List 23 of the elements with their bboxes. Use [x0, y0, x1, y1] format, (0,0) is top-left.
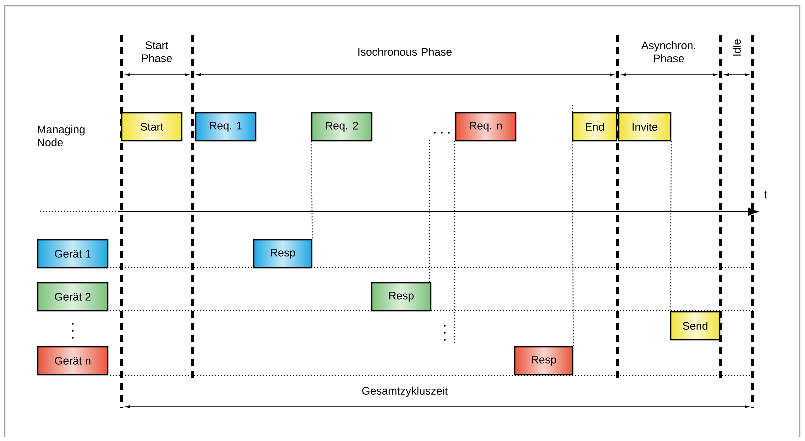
message-box: Req. n: [455, 112, 517, 142]
time-marker-line: [310, 141, 314, 240]
message-box: Resp: [253, 239, 313, 269]
time-marker-line: [670, 141, 672, 312]
phase-label: Asynchron. Phase: [642, 41, 696, 63]
phase-label: Managing Node: [38, 125, 85, 147]
message-box: Req. 1: [195, 112, 257, 142]
phase-label: Isochronous Phase: [358, 48, 452, 56]
phase-label: Gesamtzykluszeit: [362, 386, 448, 398]
message-box: Gerät n: [37, 346, 109, 376]
message-box: Req. 2: [311, 112, 373, 142]
message-box: End: [572, 112, 618, 142]
time-marker-line: [572, 141, 574, 347]
message-box: Invite: [618, 112, 672, 142]
message-box: Send: [670, 311, 721, 341]
phase-label: Start Phase: [142, 42, 172, 62]
message-box: Gerät 2: [37, 282, 109, 312]
message-box: Gerät 1: [37, 239, 109, 269]
phase-label: Idle: [732, 40, 742, 56]
message-box: Resp: [514, 346, 574, 376]
phase-label: t: [764, 191, 768, 199]
message-box: Start: [121, 112, 183, 142]
message-box: Resp: [371, 282, 432, 312]
